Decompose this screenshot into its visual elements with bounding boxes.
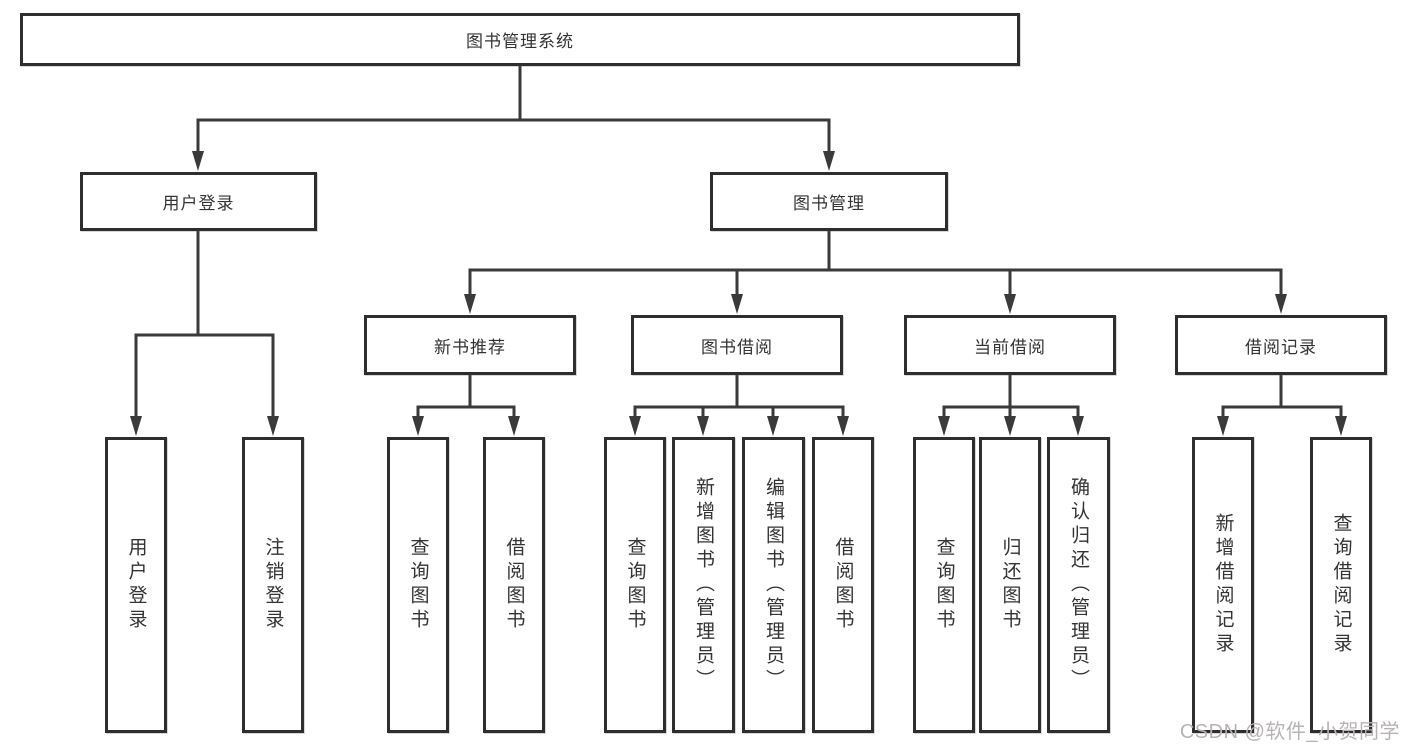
node-library-management-system: 图书管理系统 (20, 13, 1020, 66)
arrowhead-icon (938, 416, 950, 436)
connector-horizontal-lines (134, 118, 1343, 409)
node-label: 确认归还（管理员） (1068, 477, 1089, 693)
node-label: 图书借阅 (701, 337, 773, 357)
node-query-borrow-record: 查询借阅记录 (1310, 437, 1372, 733)
arrowhead-icon (1217, 416, 1229, 436)
arrowhead-icon (1072, 416, 1084, 436)
node-user-login-leaf: 用户登录 (105, 437, 167, 733)
connector-vertical-lines (134, 66, 1343, 420)
node-label: 新增图书（管理员） (693, 477, 714, 693)
node-label: 查询借阅记录 (1330, 513, 1352, 657)
node-add-borrow-record: 新增借阅记录 (1192, 437, 1254, 733)
arrowhead-icon (192, 151, 204, 171)
arrowhead-icon (1275, 294, 1287, 314)
arrowhead-icon (267, 416, 279, 436)
node-label: 新增借阅记录 (1212, 513, 1234, 657)
node-label: 查询图书 (407, 537, 429, 633)
node-current-borrow: 当前借阅 (904, 315, 1116, 375)
arrowhead-icon (823, 151, 835, 171)
arrowhead-icon (767, 416, 779, 436)
node-label: 借阅图书 (503, 537, 525, 633)
node-confirm-return-admin: 确认归还（管理员） (1047, 437, 1110, 733)
node-label: 新书推荐 (434, 337, 506, 357)
node-label: 编辑图书（管理员） (763, 477, 784, 693)
arrowhead-icon (1004, 416, 1016, 436)
node-label: 注销登录 (262, 537, 284, 633)
node-new-book-recommend: 新书推荐 (364, 315, 576, 375)
node-label: 用户登录 (162, 194, 235, 213)
node-label: 用户登录 (125, 537, 147, 633)
arrowhead-icon (731, 294, 743, 314)
arrowhead-icon (412, 416, 424, 436)
node-label: 归还图书 (999, 537, 1021, 633)
arrowhead-icon (508, 416, 520, 436)
arrowhead-icon (1335, 416, 1347, 436)
node-label: 查询图书 (624, 537, 646, 633)
arrowhead-icon (464, 294, 476, 314)
arrowhead-icon (130, 416, 142, 436)
node-label: 图书管理系统 (466, 32, 574, 51)
node-logout: 注销登录 (242, 437, 304, 733)
arrowhead-icon (697, 416, 709, 436)
node-query-books-3: 查询图书 (913, 437, 975, 733)
arrowheads (130, 151, 1347, 436)
node-label: 借阅图书 (832, 537, 854, 633)
node-query-books-2: 查询图书 (604, 437, 666, 733)
node-user-login: 用户登录 (80, 172, 317, 231)
node-book-management: 图书管理 (710, 172, 948, 231)
node-add-books-admin: 新增图书（管理员） (672, 437, 735, 733)
arrowhead-icon (629, 416, 641, 436)
node-label: 查询图书 (933, 537, 955, 633)
arrowhead-icon (1004, 294, 1016, 314)
node-label: 图书管理 (793, 194, 865, 213)
node-query-books-1: 查询图书 (387, 437, 449, 733)
node-edit-books-admin: 编辑图书（管理员） (742, 437, 805, 733)
node-borrow-books-1: 借阅图书 (483, 437, 545, 733)
node-label: 当前借阅 (974, 337, 1046, 357)
node-borrow-books-2: 借阅图书 (812, 437, 874, 733)
node-label: 借阅记录 (1245, 337, 1317, 357)
arrowhead-icon (837, 416, 849, 436)
node-book-borrow: 图书借阅 (631, 315, 843, 375)
node-return-books: 归还图书 (979, 437, 1041, 733)
node-borrow-records: 借阅记录 (1175, 315, 1387, 375)
